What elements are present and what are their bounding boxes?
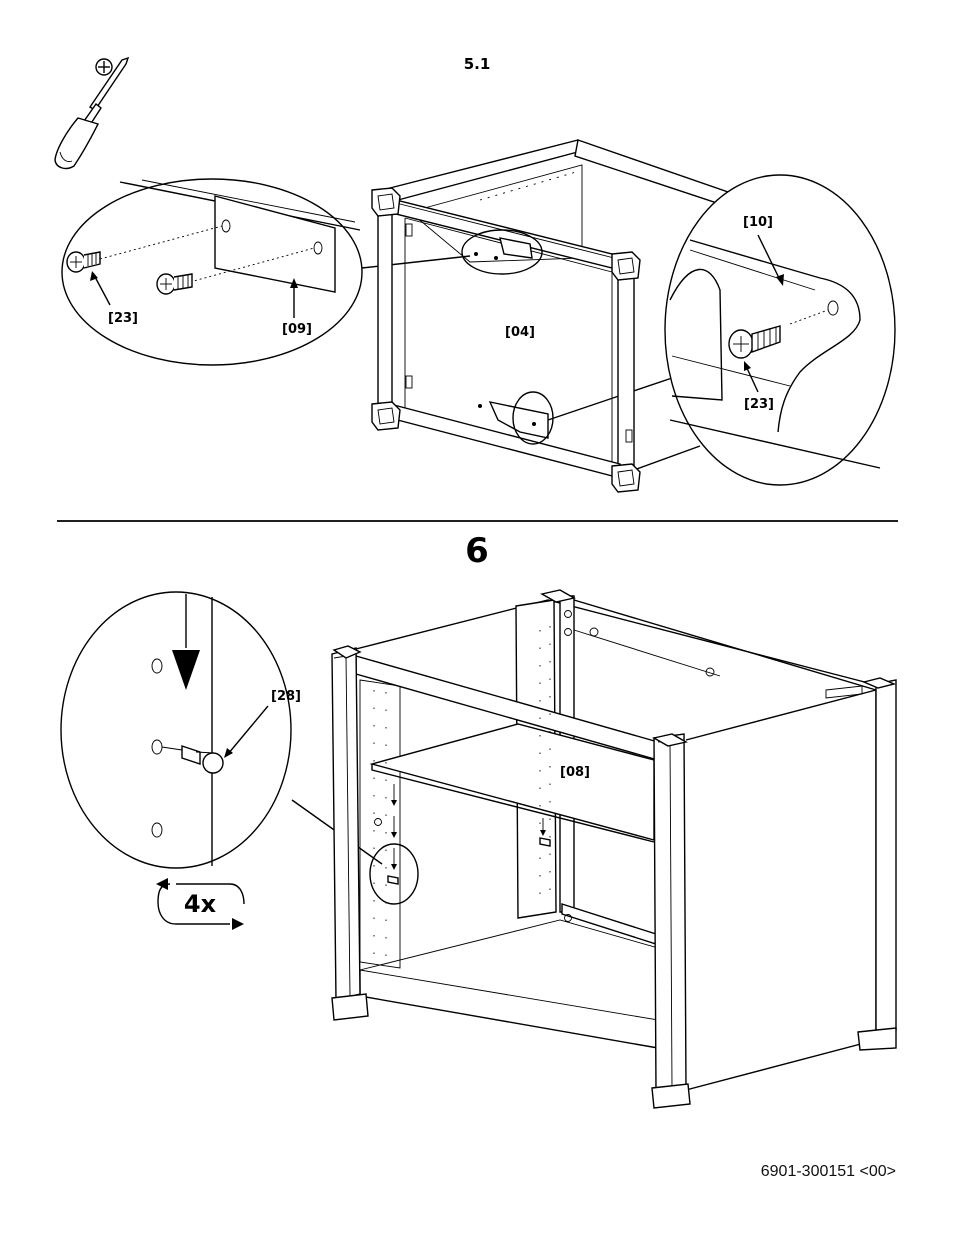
cabinet-frame-5-1 bbox=[371, 139, 730, 493]
phillips-screwdriver-icon bbox=[54, 56, 130, 170]
label-part-08: [08] bbox=[560, 765, 590, 780]
highlight-top-bracket bbox=[461, 229, 543, 275]
repeat-arrows-icon bbox=[156, 878, 245, 930]
label-part-23-left: [23] bbox=[108, 311, 138, 326]
label-part-10: [10] bbox=[743, 215, 773, 230]
step-number-5-1: 5.1 bbox=[464, 55, 491, 73]
label-part-09: [09] bbox=[282, 322, 312, 337]
highlight-shelf-pin bbox=[369, 843, 419, 905]
detail-circle-shelf-pin bbox=[60, 591, 292, 869]
leader-line-right-detail bbox=[547, 377, 673, 421]
quantity-badge: 4x bbox=[184, 890, 217, 918]
label-part-23-right: [23] bbox=[744, 397, 774, 412]
label-part-04: [04] bbox=[505, 325, 535, 340]
detail-circle-screw-bracket bbox=[61, 178, 363, 366]
cabinet-step-6 bbox=[331, 589, 897, 1109]
highlight-bottom-bracket bbox=[512, 391, 554, 445]
label-part-28: [28] bbox=[271, 689, 301, 704]
step-number-6: 6 bbox=[465, 531, 489, 571]
document-number: 6901-300151 <00> bbox=[760, 1163, 896, 1180]
detail-circle-screw-foot bbox=[664, 174, 896, 486]
